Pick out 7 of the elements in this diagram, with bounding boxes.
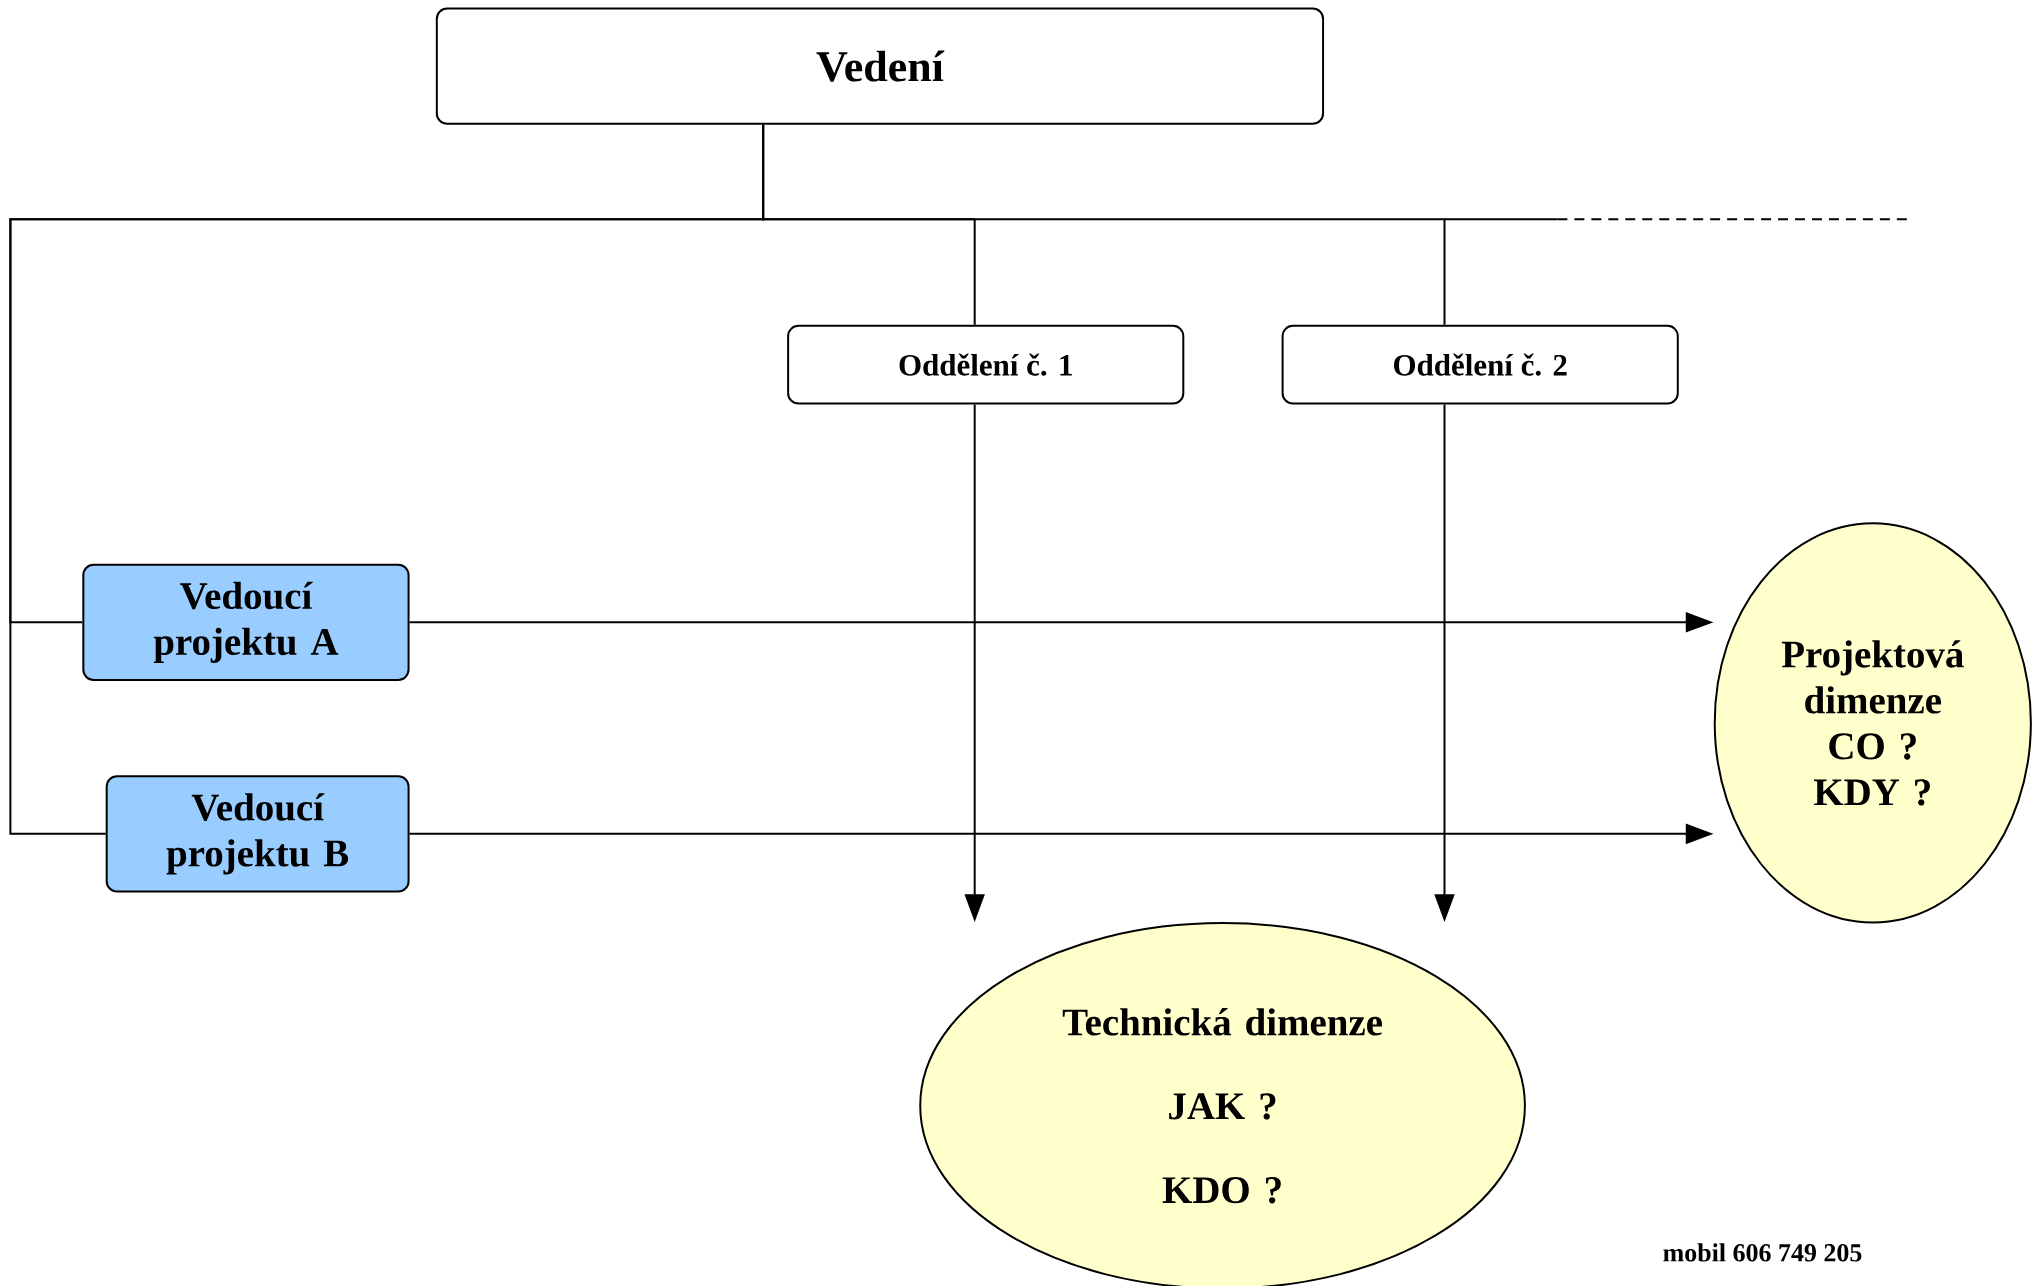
phone-number: mobil 606 749 205 [1663, 1243, 1862, 1262]
project-leader-box: Vedoucí projektu B [105, 775, 410, 893]
box: Vedení [435, 7, 1325, 125]
connector-line [9, 123, 765, 835]
department-box: Oddělení č. 2 [1281, 324, 1679, 405]
department-box: Oddělení č. 1 [787, 324, 1185, 405]
project-leader-box: Vedoucí projektu A [82, 563, 410, 681]
